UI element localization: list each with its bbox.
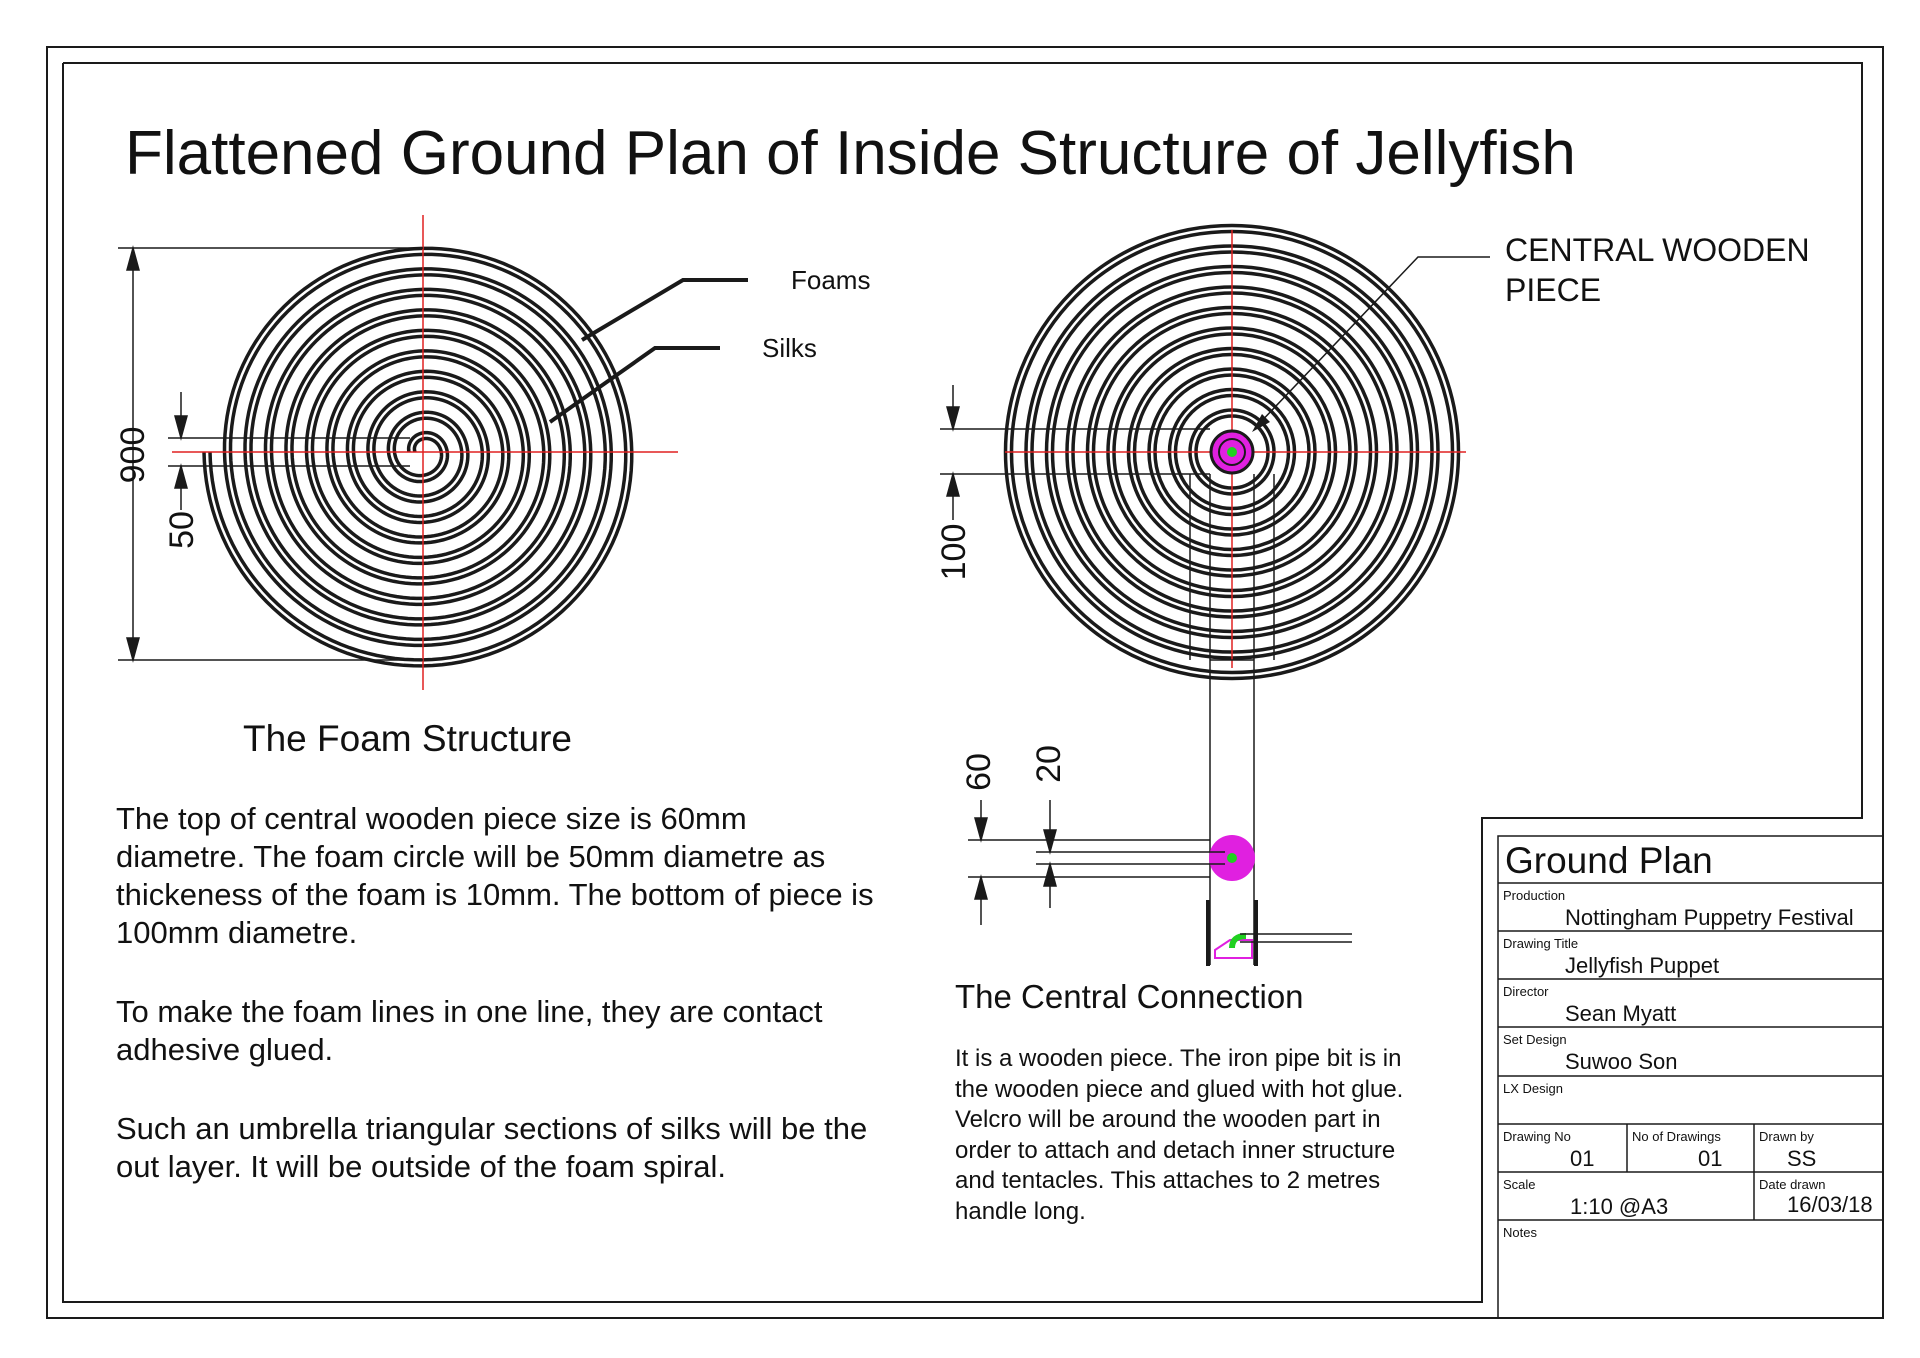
tb-no-of-drawings-label: No of Drawings	[1632, 1129, 1721, 1144]
dimension-label-60: 60	[960, 753, 998, 791]
center-dot-bottom	[1227, 853, 1237, 863]
tb-production-label: Production	[1503, 888, 1566, 903]
tb-drawn-by-value: SS	[1787, 1146, 1817, 1171]
inner-frame	[62, 62, 1863, 1303]
paragraph-central-note: It is a wooden piece. The iron pipe bit …	[955, 1045, 1404, 1225]
foam-spiral-line-1	[208, 252, 628, 662]
tb-no-of-drawings-value: 01	[1698, 1146, 1723, 1171]
tb-set-design-label: Set Design	[1503, 1032, 1567, 1047]
tb-scale-label: Scale	[1503, 1177, 1536, 1192]
wooden-piece-top-inner	[1218, 438, 1246, 466]
tb-production-value: Nottingham Puppetry Festival	[1565, 905, 1854, 930]
dimension-label-900: 900	[114, 426, 152, 484]
handle-bottom-detail	[1206, 900, 1352, 966]
tb-drawing-title-value: Jellyfish Puppet	[1565, 953, 1720, 978]
paragraph-glue: To make the foam lines in one line, they…	[116, 994, 823, 1067]
center-dot-top	[1227, 447, 1237, 457]
tb-notes-label: Notes	[1503, 1225, 1537, 1240]
dimension-20	[1036, 800, 1225, 908]
tb-drawn-by-label: Drawn by	[1759, 1129, 1814, 1144]
tb-drawing-no-label: Drawing No	[1503, 1129, 1571, 1144]
foam-spiral	[202, 246, 634, 668]
tb-director-label: Director	[1503, 984, 1549, 999]
tb-drawing-title-label: Drawing Title	[1503, 936, 1579, 951]
label-foams: Foams	[791, 265, 871, 295]
dimension-100	[940, 385, 1210, 520]
caption-foam-structure: The Foam Structure	[243, 718, 573, 759]
leader-silks	[548, 346, 720, 424]
leader-central-wooden-piece	[1252, 256, 1490, 432]
tb-date-drawn-value: 16/03/18	[1787, 1192, 1873, 1217]
tb-lx-design-label: LX Design	[1503, 1081, 1563, 1096]
dimension-label-100: 100	[935, 523, 973, 581]
dimension-label-50: 50	[163, 511, 201, 549]
paragraph-silks: Such an umbrella triangular sections of …	[116, 1111, 868, 1184]
paragraph-sizes: The top of central wooden piece size is …	[116, 801, 874, 950]
handle-side-view	[1189, 474, 1275, 965]
outer-border	[46, 46, 1884, 1319]
dimension-50	[168, 392, 410, 510]
title-block-grid	[1497, 835, 1884, 1319]
tb-date-drawn-label: Date drawn	[1759, 1177, 1826, 1192]
caption-central-connection: The Central Connection	[955, 978, 1304, 1015]
tb-drawing-no-value: 01	[1570, 1146, 1595, 1171]
dimension-label-20: 20	[1030, 745, 1068, 783]
tb-director-value: Sean Myatt	[1565, 1001, 1677, 1026]
title-block-heading: Ground Plan	[1505, 840, 1713, 881]
page-title: Flattened Ground Plan of Inside Structur…	[125, 119, 1576, 188]
foam-spiral-line-2	[202, 246, 634, 668]
tb-scale-value: 1:10 @A3	[1570, 1194, 1669, 1219]
dimension-60	[968, 800, 1210, 925]
leader-foams	[580, 278, 748, 342]
label-central-wooden-piece: CENTRAL WOODEN PIECE	[1505, 232, 1810, 308]
dimension-900	[118, 245, 423, 663]
tb-set-design-value: Suwoo Son	[1565, 1049, 1678, 1074]
label-silks: Silks	[762, 333, 817, 363]
